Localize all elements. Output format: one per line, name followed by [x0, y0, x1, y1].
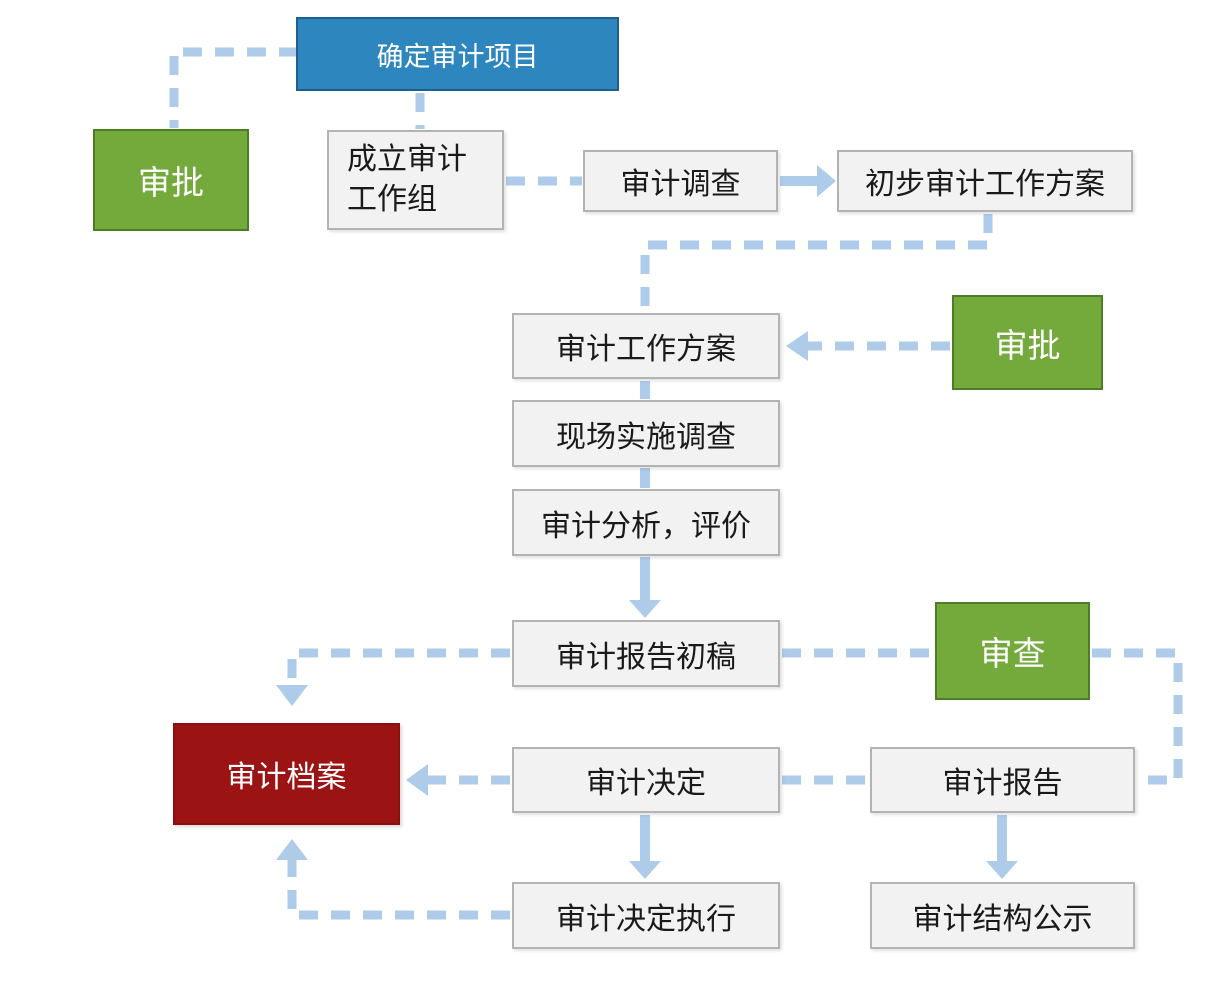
arrowhead-down-icon [629, 861, 661, 879]
arrowhead-down-icon [629, 600, 661, 618]
connector-project-to-approval [169, 47, 298, 128]
node-approval-left: 审批 [93, 129, 249, 231]
node-audit-decision-execution: 审计决定执行 [512, 882, 780, 949]
node-onsite-investigation: 现场实施调查 [512, 400, 780, 467]
node-audit-report: 审计报告 [870, 747, 1135, 813]
node-establish-audit-group: 成立审计工作组 [327, 130, 504, 230]
node-audit-work-plan: 审计工作方案 [512, 313, 780, 379]
connector-draft-to-archives [287, 648, 510, 685]
arrowhead-left-icon [786, 331, 808, 361]
node-audit-investigation: 审计调查 [583, 150, 778, 212]
node-audit-decision: 审计决定 [512, 747, 780, 813]
node-audit-analysis-evaluation: 审计分析，评价 [512, 489, 780, 556]
connector-review-to-report [1092, 648, 1183, 785]
node-audit-archives: 审计档案 [173, 723, 400, 825]
arrowhead-down-icon [986, 861, 1018, 879]
arrowhead-left-icon [406, 764, 428, 796]
node-approval-right: 审批 [952, 295, 1103, 390]
arrowhead-up-icon [276, 839, 308, 860]
connector-execution-to-archives [287, 860, 510, 920]
node-review: 审查 [935, 602, 1090, 700]
node-audit-structure-publicity: 审计结构公示 [870, 882, 1135, 949]
node-determine-audit-project: 确定审计项目 [296, 17, 619, 91]
arrowhead-down-icon [276, 685, 308, 706]
connector-preliminary-to-workplan [640, 214, 993, 311]
arrowhead-right-icon [817, 165, 836, 197]
node-audit-report-draft: 审计报告初稿 [512, 620, 780, 687]
node-preliminary-audit-plan: 初步审计工作方案 [837, 150, 1133, 212]
